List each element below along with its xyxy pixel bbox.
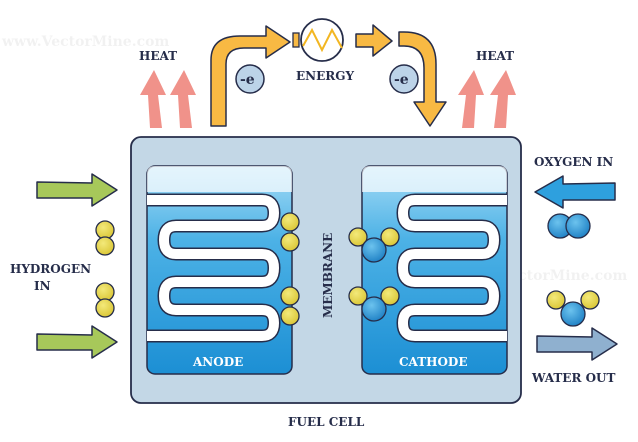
heat-arrows-right: HEAT bbox=[458, 49, 516, 128]
oxygen-atom-icon bbox=[560, 301, 586, 327]
hydrogen-atom-icon bbox=[280, 212, 300, 232]
terminal bbox=[292, 32, 300, 48]
oxygen-input: OXYGEN IN bbox=[534, 155, 616, 239]
hydrogen-in-label: IN bbox=[34, 279, 51, 293]
heat-arrow-icon bbox=[170, 70, 196, 128]
hydrogen-atom-icon bbox=[546, 290, 566, 310]
electron-badge-right: -e bbox=[389, 64, 419, 94]
hydrogen-atom-icon bbox=[380, 286, 400, 306]
electron-badge-left: -e bbox=[235, 64, 265, 94]
hydrogen-atom-icon bbox=[280, 286, 300, 306]
oxygen-in-label: OXYGEN IN bbox=[534, 155, 613, 169]
oxygen-arrow-icon bbox=[534, 175, 616, 209]
electron-label: -e bbox=[394, 72, 409, 88]
heat-arrow-icon bbox=[490, 70, 516, 128]
cathode: CATHODE bbox=[361, 165, 508, 375]
zigzag-icon bbox=[302, 27, 343, 53]
anode-label: ANODE bbox=[192, 355, 243, 369]
cathode-water-molecule bbox=[348, 227, 400, 263]
heat-arrow-icon bbox=[140, 70, 166, 128]
hydrogen-atom-icon bbox=[380, 227, 400, 247]
hydrogen-input: HYDROGEN IN bbox=[10, 173, 118, 359]
anode: ANODE bbox=[146, 165, 293, 375]
energy-load: ENERGY bbox=[292, 18, 354, 83]
fuel-cell-label: FUEL CELL bbox=[288, 415, 365, 429]
water-arrow-icon bbox=[536, 327, 618, 361]
hydrogen-atom-icon bbox=[95, 220, 115, 240]
anode-hydrogen-molecules bbox=[280, 212, 300, 326]
electron-flow-arrow-icon bbox=[398, 31, 447, 127]
hydrogen-atom-icon bbox=[280, 232, 300, 252]
oxygen-atom-icon bbox=[565, 213, 591, 239]
water-output: WATER OUT bbox=[531, 290, 618, 385]
hydrogen-arrow-icon bbox=[36, 325, 118, 359]
hydrogen-atom-icon bbox=[348, 286, 368, 306]
oxygen-atom-icon bbox=[361, 296, 387, 322]
watermark: www.VectorMine.com bbox=[1, 34, 169, 50]
electron-label: -e bbox=[240, 72, 255, 88]
membrane-label: MEMBRANE bbox=[321, 233, 335, 318]
heat-label-right: HEAT bbox=[476, 49, 514, 63]
hydrogen-atom-icon bbox=[280, 306, 300, 326]
hydrogen-in-label: HYDROGEN bbox=[10, 262, 91, 276]
hydrogen-arrow-icon bbox=[36, 173, 118, 207]
oxygen-atom-icon bbox=[361, 237, 387, 263]
heat-arrow-icon bbox=[458, 70, 484, 128]
water-out-label: WATER OUT bbox=[531, 371, 616, 385]
hydrogen-atom-icon bbox=[95, 236, 115, 256]
electron-flow-arrow-icon bbox=[355, 24, 393, 57]
hydrogen-atom-icon bbox=[95, 298, 115, 318]
cathode-water-molecule bbox=[348, 286, 400, 322]
hydrogen-atom-icon bbox=[95, 282, 115, 302]
hydrogen-atom-icon bbox=[580, 290, 600, 310]
heat-label-left: HEAT bbox=[139, 49, 177, 63]
cathode-label: CATHODE bbox=[399, 355, 467, 369]
hydrogen-atom-icon bbox=[348, 227, 368, 247]
electron-flow-arrow-icon bbox=[210, 25, 291, 127]
energy-label: ENERGY bbox=[296, 69, 354, 83]
heat-arrows-left: HEAT bbox=[139, 49, 196, 128]
